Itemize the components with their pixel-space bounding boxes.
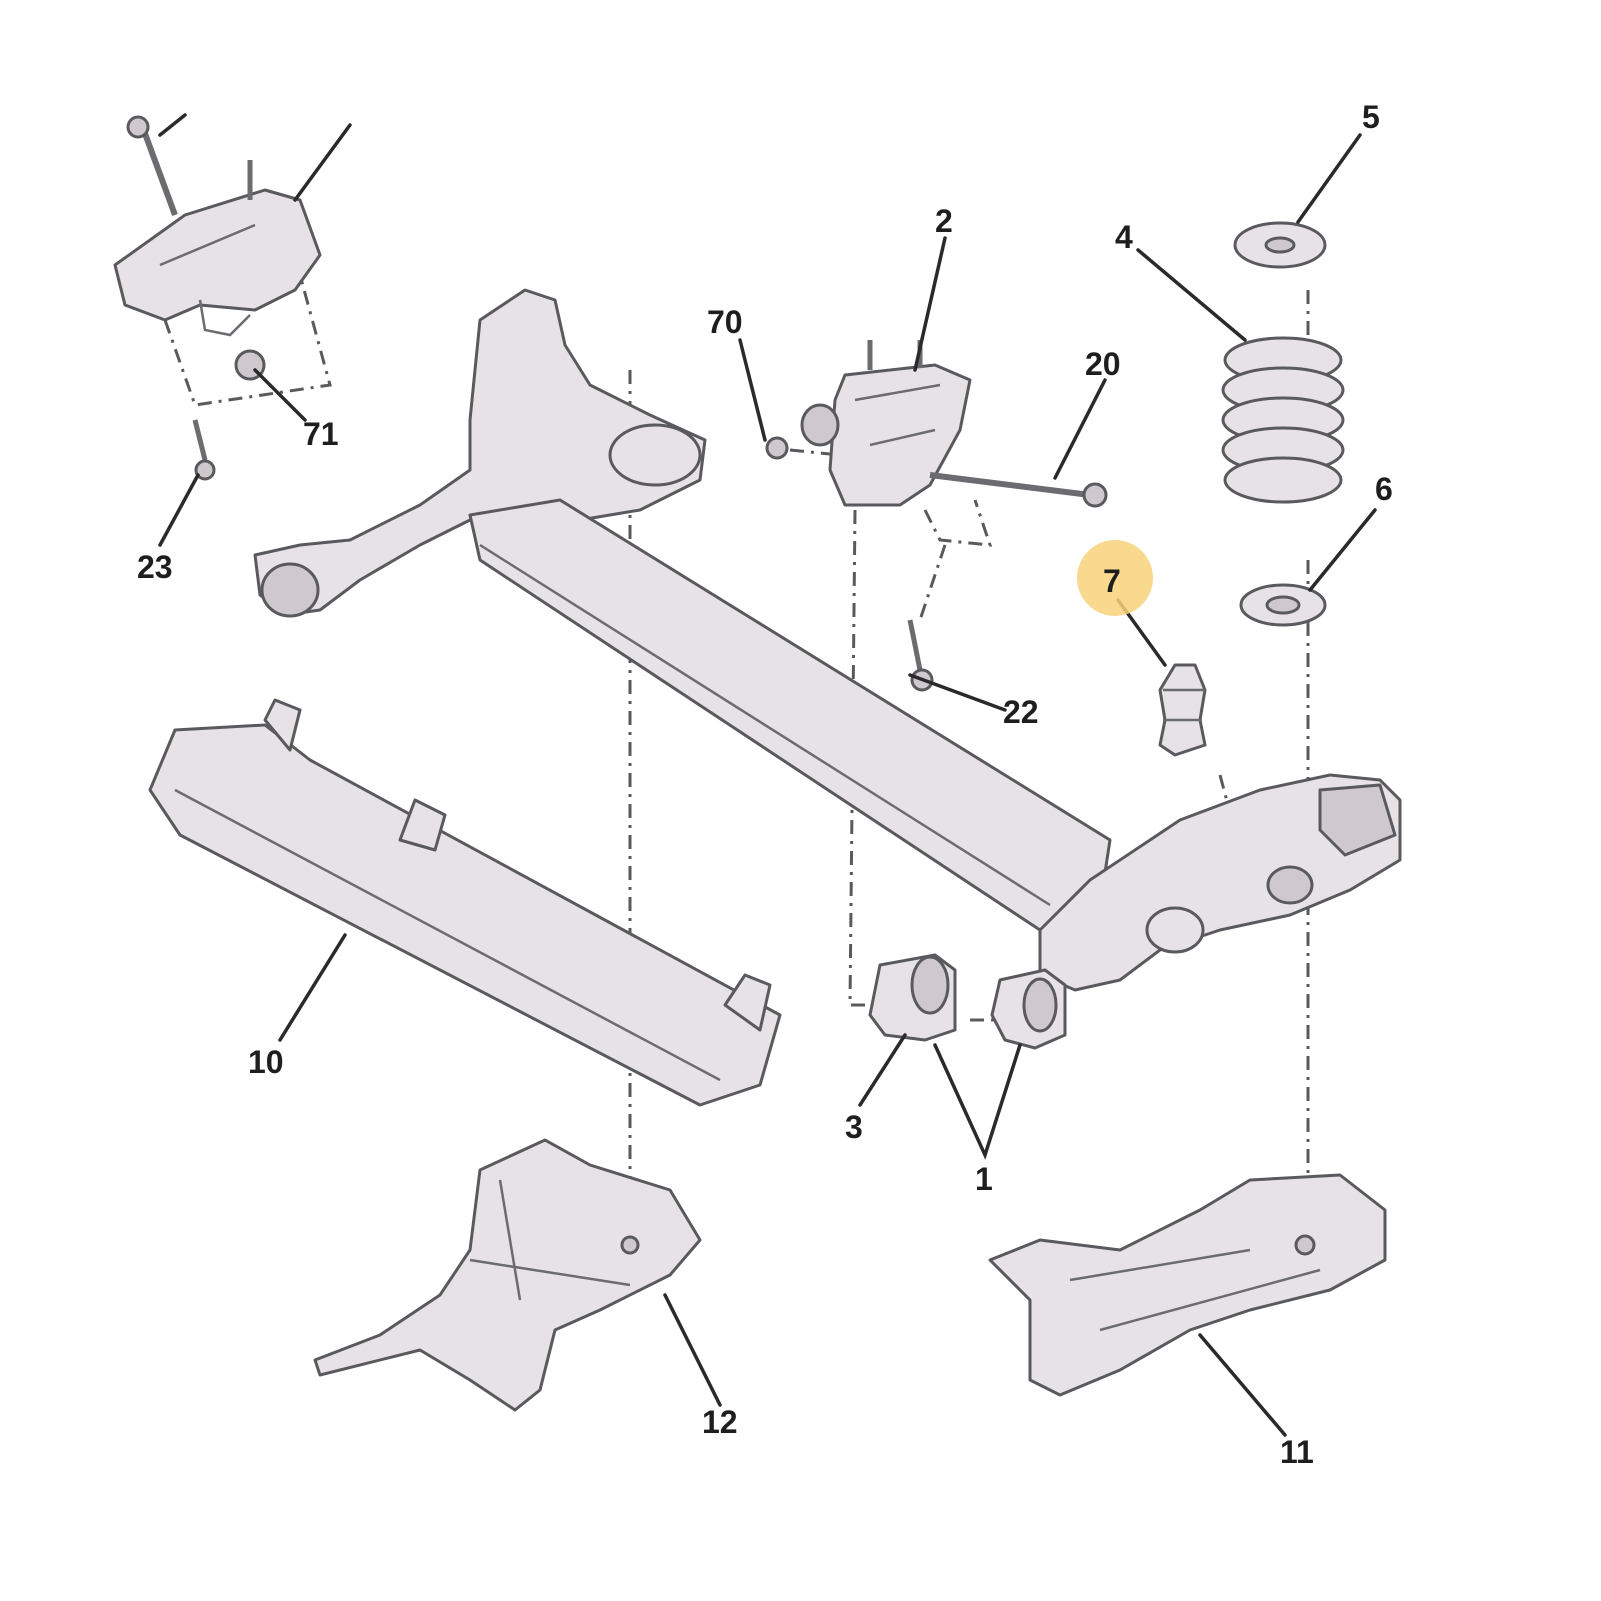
bushings <box>868 953 1067 1050</box>
upper-mount-bracket <box>113 115 322 481</box>
callout-20: 20 <box>1085 346 1121 382</box>
leader-lines <box>158 113 1377 1437</box>
callout-7-highlight <box>1077 540 1153 616</box>
callout-1: 1 <box>975 1161 993 1197</box>
center-mount-bracket <box>765 340 1108 692</box>
callout-71: 71 <box>303 416 339 452</box>
callout-10: 10 <box>248 1044 284 1080</box>
callout-22: 22 <box>1003 694 1039 730</box>
right-lower-shield <box>988 1173 1387 1397</box>
callout-6: 6 <box>1375 471 1393 507</box>
callout-12: 12 <box>702 1404 738 1440</box>
underbody-shield <box>148 698 782 1107</box>
callout-7: 7 <box>1103 563 1121 599</box>
callout-3: 3 <box>845 1109 863 1145</box>
bump-stop <box>1158 663 1207 757</box>
callout-23: 23 <box>137 549 173 585</box>
callout-5: 5 <box>1362 99 1380 135</box>
left-lower-shield <box>313 1138 702 1412</box>
callout-labels: 5 4 2 70 20 71 6 23 7 22 10 3 1 12 11 <box>137 99 1393 1470</box>
rear-axle-beam <box>253 288 1402 992</box>
callout-70: 70 <box>707 304 743 340</box>
callout-4: 4 <box>1115 219 1133 255</box>
callout-2: 2 <box>935 203 953 239</box>
coil-spring <box>1221 221 1345 627</box>
callout-11: 11 <box>1280 1434 1314 1470</box>
